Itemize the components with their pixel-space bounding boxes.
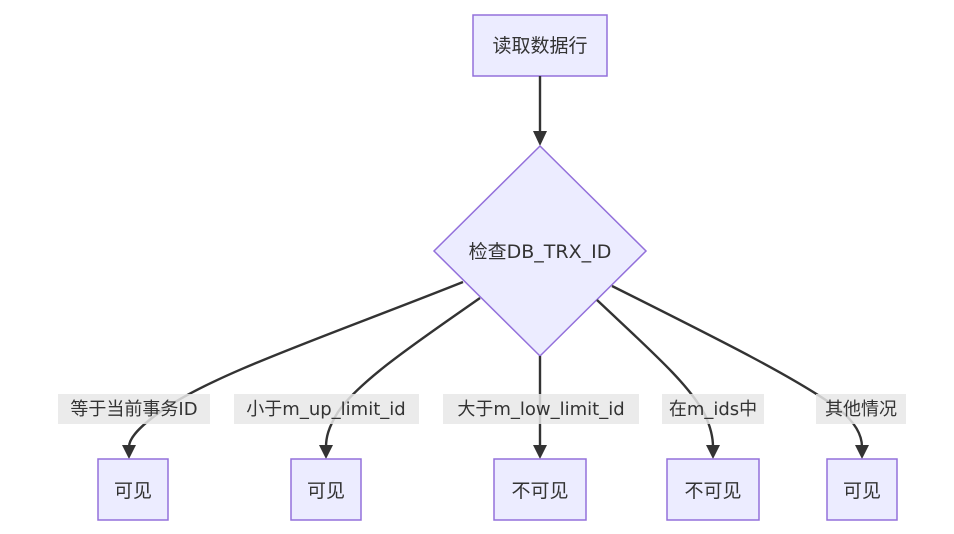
result-nodes: 可见 可见 不可见 不可见 可见 [97,458,898,521]
result-node-label: 可见 [114,480,152,502]
edge-label-text: 等于当前事务ID [70,399,197,420]
decision-node: 检查DB_TRX_ID [432,144,648,358]
result-node-1: 可见 [97,458,169,521]
edge-label-4: 在m_ids中 [662,394,764,424]
edge-branch-2 [324,297,481,448]
arrowhead-icon [533,131,547,146]
start-node-box [472,14,608,77]
result-node-3: 不可见 [493,458,587,521]
edge-label-text: 小于m_up_limit_id [246,399,405,420]
edge-branch-4 [596,299,715,448]
edge-start-to-decision [533,76,547,146]
result-node-4: 不可见 [666,458,760,521]
result-node-box [493,458,587,521]
edge-label-5: 其他情况 [816,394,906,424]
edge-label-text: 大于m_low_limit_id [457,399,624,420]
start-node: 读取数据行 [472,14,608,77]
decision-node-label: 检查DB_TRX_ID [469,241,612,263]
edge-label-text: 其他情况 [825,399,897,420]
edge-label-2: 小于m_up_limit_id [234,394,419,424]
result-node-box [97,458,169,521]
result-node-label: 不可见 [511,480,568,502]
result-node-box [290,458,362,521]
result-node-label: 不可见 [684,480,741,502]
result-node-label: 可见 [307,480,345,502]
edge-label-1: 等于当前事务ID [58,394,210,424]
arrowhead-icon [855,445,869,459]
start-node-label: 读取数据行 [492,35,587,57]
result-node-box [826,458,898,521]
result-node-5: 可见 [826,458,898,521]
arrowhead-icon [122,445,136,459]
edge-branch-1 [127,280,464,448]
arrowhead-icon [706,445,720,459]
edge-branch-5 [611,284,864,448]
result-node-box [666,458,760,521]
edge-label-text: 在m_ids中 [669,399,757,420]
result-node-2: 可见 [290,458,362,521]
result-node-label: 可见 [843,480,881,502]
arrowhead-icon [319,445,333,459]
arrowhead-icon [533,445,547,459]
edge-labels: 等于当前事务ID 小于m_up_limit_id 大于m_low_limit_i… [58,394,906,424]
edge-label-3: 大于m_low_limit_id [443,394,639,424]
